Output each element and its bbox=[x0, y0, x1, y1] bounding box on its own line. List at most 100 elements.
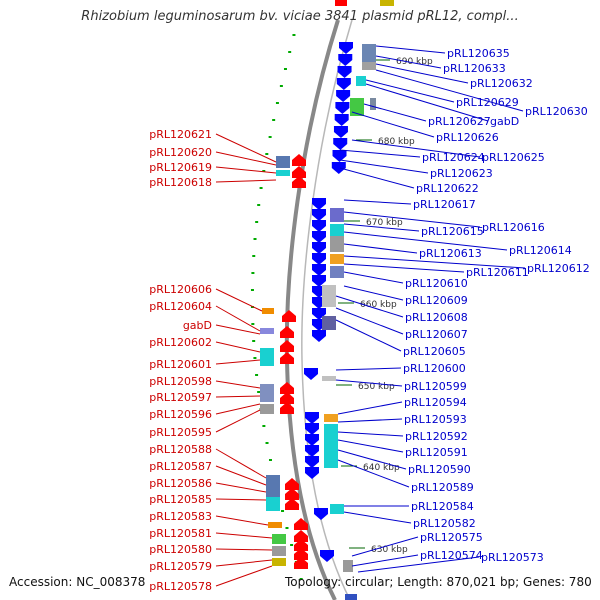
right-gene-label: pRL120607 bbox=[405, 328, 468, 341]
right-gene-label: pRL120591 bbox=[405, 446, 468, 459]
left-label-leader bbox=[215, 482, 267, 493]
left-label-leader bbox=[215, 559, 273, 567]
left-label-leader bbox=[215, 380, 261, 389]
right-label-leader bbox=[357, 556, 480, 573]
gene-block bbox=[324, 414, 338, 422]
accession-text: Accession: NC_008378 bbox=[9, 575, 146, 589]
reverse-gene-arrow bbox=[312, 220, 326, 232]
right-label-leader bbox=[343, 223, 420, 232]
right-gene-label: pRL120590 bbox=[408, 463, 471, 476]
right-gene-label: pRL120625 bbox=[482, 151, 545, 164]
right-gene-label: pRL120632 bbox=[470, 77, 533, 90]
reverse-gene-arrow bbox=[312, 275, 326, 287]
gene-block bbox=[335, 0, 347, 6]
gene-block bbox=[266, 497, 280, 511]
left-gene-label: pRL120604 bbox=[149, 300, 212, 313]
gene-block bbox=[276, 170, 290, 176]
forward-gene-arrow bbox=[280, 352, 294, 364]
reverse-gene-arrow bbox=[312, 231, 326, 243]
right-gene-label: pRL120626 bbox=[436, 131, 499, 144]
right-label-leader bbox=[343, 199, 412, 205]
right-gene-label: pRL120599 bbox=[404, 380, 467, 393]
right-gene-label: pRL120608 bbox=[405, 311, 468, 324]
gene-block bbox=[330, 266, 344, 278]
right-label-leader bbox=[335, 379, 403, 387]
right-label-leader bbox=[343, 285, 404, 301]
left-label-leader bbox=[215, 515, 269, 526]
left-gene-label: pRL120587 bbox=[149, 460, 212, 473]
tick-dot bbox=[255, 221, 259, 223]
right-gene-label: pRL120630 bbox=[525, 105, 588, 118]
forward-gene-arrow bbox=[294, 548, 308, 560]
tick-dot bbox=[259, 187, 263, 189]
left-label-leader bbox=[215, 151, 277, 166]
right-gene-label: pRL120592 bbox=[405, 430, 468, 443]
tick-dot bbox=[250, 289, 254, 291]
gene-block bbox=[276, 156, 290, 168]
reverse-gene-arrow bbox=[312, 198, 326, 210]
right-label-leader bbox=[351, 139, 481, 158]
reverse-gene-arrow bbox=[339, 42, 353, 54]
forward-gene-arrow bbox=[282, 310, 296, 322]
right-label-leader bbox=[351, 554, 419, 567]
left-gene-label: pRL120598 bbox=[149, 375, 212, 388]
right-gene-label: pRL120624 bbox=[422, 151, 485, 164]
tick-dot bbox=[275, 102, 279, 104]
gene-block bbox=[343, 560, 353, 572]
left-label-leader bbox=[215, 166, 277, 174]
gene-block bbox=[322, 285, 336, 307]
left-label-leader bbox=[215, 341, 261, 353]
right-gene-label: pRL120616 bbox=[482, 221, 545, 234]
right-label-leader bbox=[343, 243, 418, 254]
right-label-leader bbox=[343, 511, 412, 524]
tick-dot bbox=[253, 357, 257, 359]
left-gene-label: pRL120579 bbox=[149, 560, 212, 573]
forward-gene-arrow bbox=[285, 488, 299, 500]
tick-dot bbox=[253, 238, 257, 240]
right-gene-label: pRL120584 bbox=[411, 500, 474, 513]
forward-gene-arrow bbox=[285, 478, 299, 490]
right-label-leader bbox=[375, 69, 524, 112]
right-gene-label: pRL120612 bbox=[527, 262, 590, 275]
gene-block bbox=[350, 98, 364, 116]
forward-gene-arrow bbox=[294, 557, 308, 569]
left-gene-label: pRL120619 bbox=[149, 161, 212, 174]
tick-dot bbox=[251, 272, 255, 274]
right-label-leader bbox=[337, 449, 407, 470]
right-gene-label: pRL120609 bbox=[405, 294, 468, 307]
gene-block bbox=[260, 404, 274, 414]
forward-gene-arrow bbox=[294, 539, 308, 551]
right-label-leader bbox=[343, 211, 481, 228]
right-label-leader bbox=[363, 103, 427, 122]
reverse-gene-arrow bbox=[312, 264, 326, 276]
tick-dot bbox=[290, 544, 294, 546]
right-gene-label: pRL120573 bbox=[481, 551, 544, 564]
left-gene-label: pRL120601 bbox=[149, 358, 212, 371]
tick-dot bbox=[292, 34, 296, 36]
right-labels: pRL120635pRL120633pRL120632pRL120630pRL1… bbox=[335, 45, 590, 573]
reverse-gene-arrow bbox=[334, 114, 349, 126]
left-label-leader bbox=[215, 532, 273, 539]
reverse-gene-arrow bbox=[305, 467, 319, 479]
scale-tick-label: 670 kbp bbox=[366, 218, 403, 228]
gene-block bbox=[362, 62, 376, 70]
left-gene-label: pRL120583 bbox=[149, 510, 212, 523]
tick-dot bbox=[251, 323, 255, 325]
gene-block bbox=[330, 224, 344, 236]
reverse-gene-arrow bbox=[332, 150, 347, 162]
left-label-leader bbox=[215, 324, 261, 335]
forward-gene-arrow bbox=[285, 498, 299, 510]
gene-block bbox=[380, 0, 394, 6]
left-gene-label: pRL120606 bbox=[149, 283, 212, 296]
forward-gene-arrow bbox=[280, 382, 294, 394]
left-label-leader bbox=[215, 498, 267, 501]
gene-block bbox=[272, 534, 286, 544]
reverse-gene-arrow bbox=[320, 550, 334, 562]
reverse-gene-arrow bbox=[336, 90, 351, 102]
right-label-leader bbox=[335, 367, 402, 371]
right-label-leader bbox=[335, 295, 404, 318]
gene-block bbox=[272, 546, 286, 556]
right-gene-label: pRL120617 bbox=[413, 198, 476, 211]
right-label-leader bbox=[343, 231, 508, 251]
gene-block bbox=[260, 384, 274, 402]
